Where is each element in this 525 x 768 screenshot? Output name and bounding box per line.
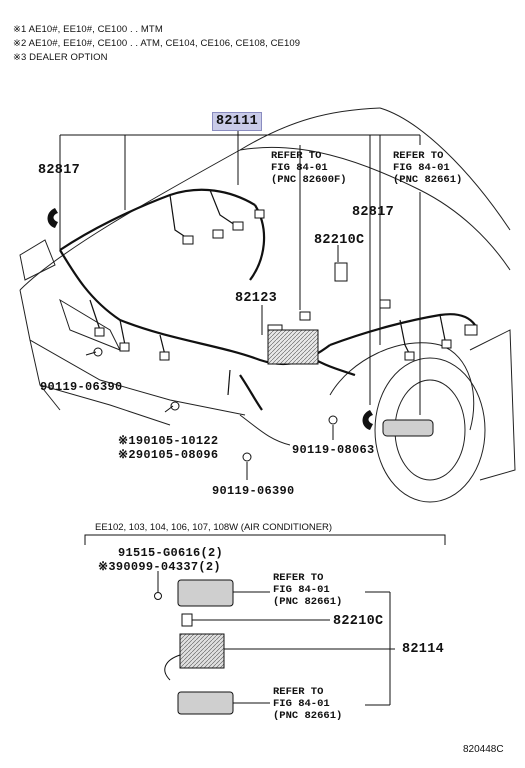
figure-code: 820448C	[463, 744, 504, 755]
amplifier-82114	[154, 579, 234, 715]
ref2-line3: (PNC 82661)	[393, 174, 463, 186]
refer-to-82661-bottom[interactable]: REFER TO FIG 84-01 (PNC 82661)	[273, 686, 342, 722]
ref4-line3: (PNC 82661)	[273, 710, 343, 722]
clip-82817-right	[362, 410, 373, 430]
ref3-line2: FIG 84-01	[273, 584, 330, 596]
refer-to-82600F[interactable]: REFER TO FIG 84-01 (PNC 82600F)	[271, 150, 347, 186]
part-82123[interactable]: 82123	[235, 291, 278, 306]
part-90119-08063[interactable]: 90119-08063	[292, 443, 375, 457]
footnote-1: ※1 AE10#, EE10#, CE100 . . MTM	[13, 24, 163, 35]
footnote-3: ※3 DEALER OPTION	[13, 52, 108, 63]
section-title: EE102, 103, 104, 106, 107, 108W (AIR CON…	[95, 522, 333, 533]
junction-block-82123	[267, 329, 319, 365]
part-90099-04337[interactable]: ※390099-04337(2)	[98, 560, 221, 574]
part-91515-G0616[interactable]: 91515-G0616(2)	[118, 546, 224, 560]
part-82210C-bottom[interactable]: 82210C	[333, 614, 384, 629]
ref2-line1: REFER TO	[393, 150, 444, 162]
part-90105-08096[interactable]: ※290105-08096	[118, 448, 219, 462]
clip-82817-left	[47, 208, 58, 228]
part-90105-10122[interactable]: ※190105-10122	[118, 434, 219, 448]
ref4-line1: REFER TO	[273, 686, 324, 698]
relay-82210C	[334, 262, 348, 282]
leader-lines-top	[59, 127, 421, 480]
ref1-line1: REFER TO	[271, 150, 322, 162]
part-82817-right[interactable]: 82817	[352, 205, 395, 220]
ref2-line2: FIG 84-01	[393, 162, 450, 174]
part-90119-06390-b[interactable]: 90119-06390	[212, 484, 295, 498]
part-90119-06390-a[interactable]: 90119-06390	[40, 380, 123, 394]
ref3-line1: REFER TO	[273, 572, 324, 584]
part-82111[interactable]: 82111	[212, 112, 263, 131]
ref1-line3: (PNC 82600F)	[271, 174, 347, 186]
footnote-2: ※2 AE10#, EE10#, CE100 . . ATM, CE104, C…	[13, 38, 301, 49]
bolts	[93, 347, 338, 462]
section-bracket	[84, 534, 446, 545]
part-82114[interactable]: 82114	[402, 642, 445, 657]
refer-to-82661-top[interactable]: REFER TO FIG 84-01 (PNC 82661)	[393, 150, 462, 186]
leader-lines-bottom	[157, 571, 395, 706]
harness-82661	[382, 419, 434, 437]
part-82210C-top[interactable]: 82210C	[314, 233, 365, 248]
ref4-line2: FIG 84-01	[273, 698, 330, 710]
ref3-line3: (PNC 82661)	[273, 596, 343, 608]
refer-to-82661-mid[interactable]: REFER TO FIG 84-01 (PNC 82661)	[273, 572, 342, 608]
ref1-line2: FIG 84-01	[271, 162, 328, 174]
part-82817-left[interactable]: 82817	[38, 163, 81, 178]
